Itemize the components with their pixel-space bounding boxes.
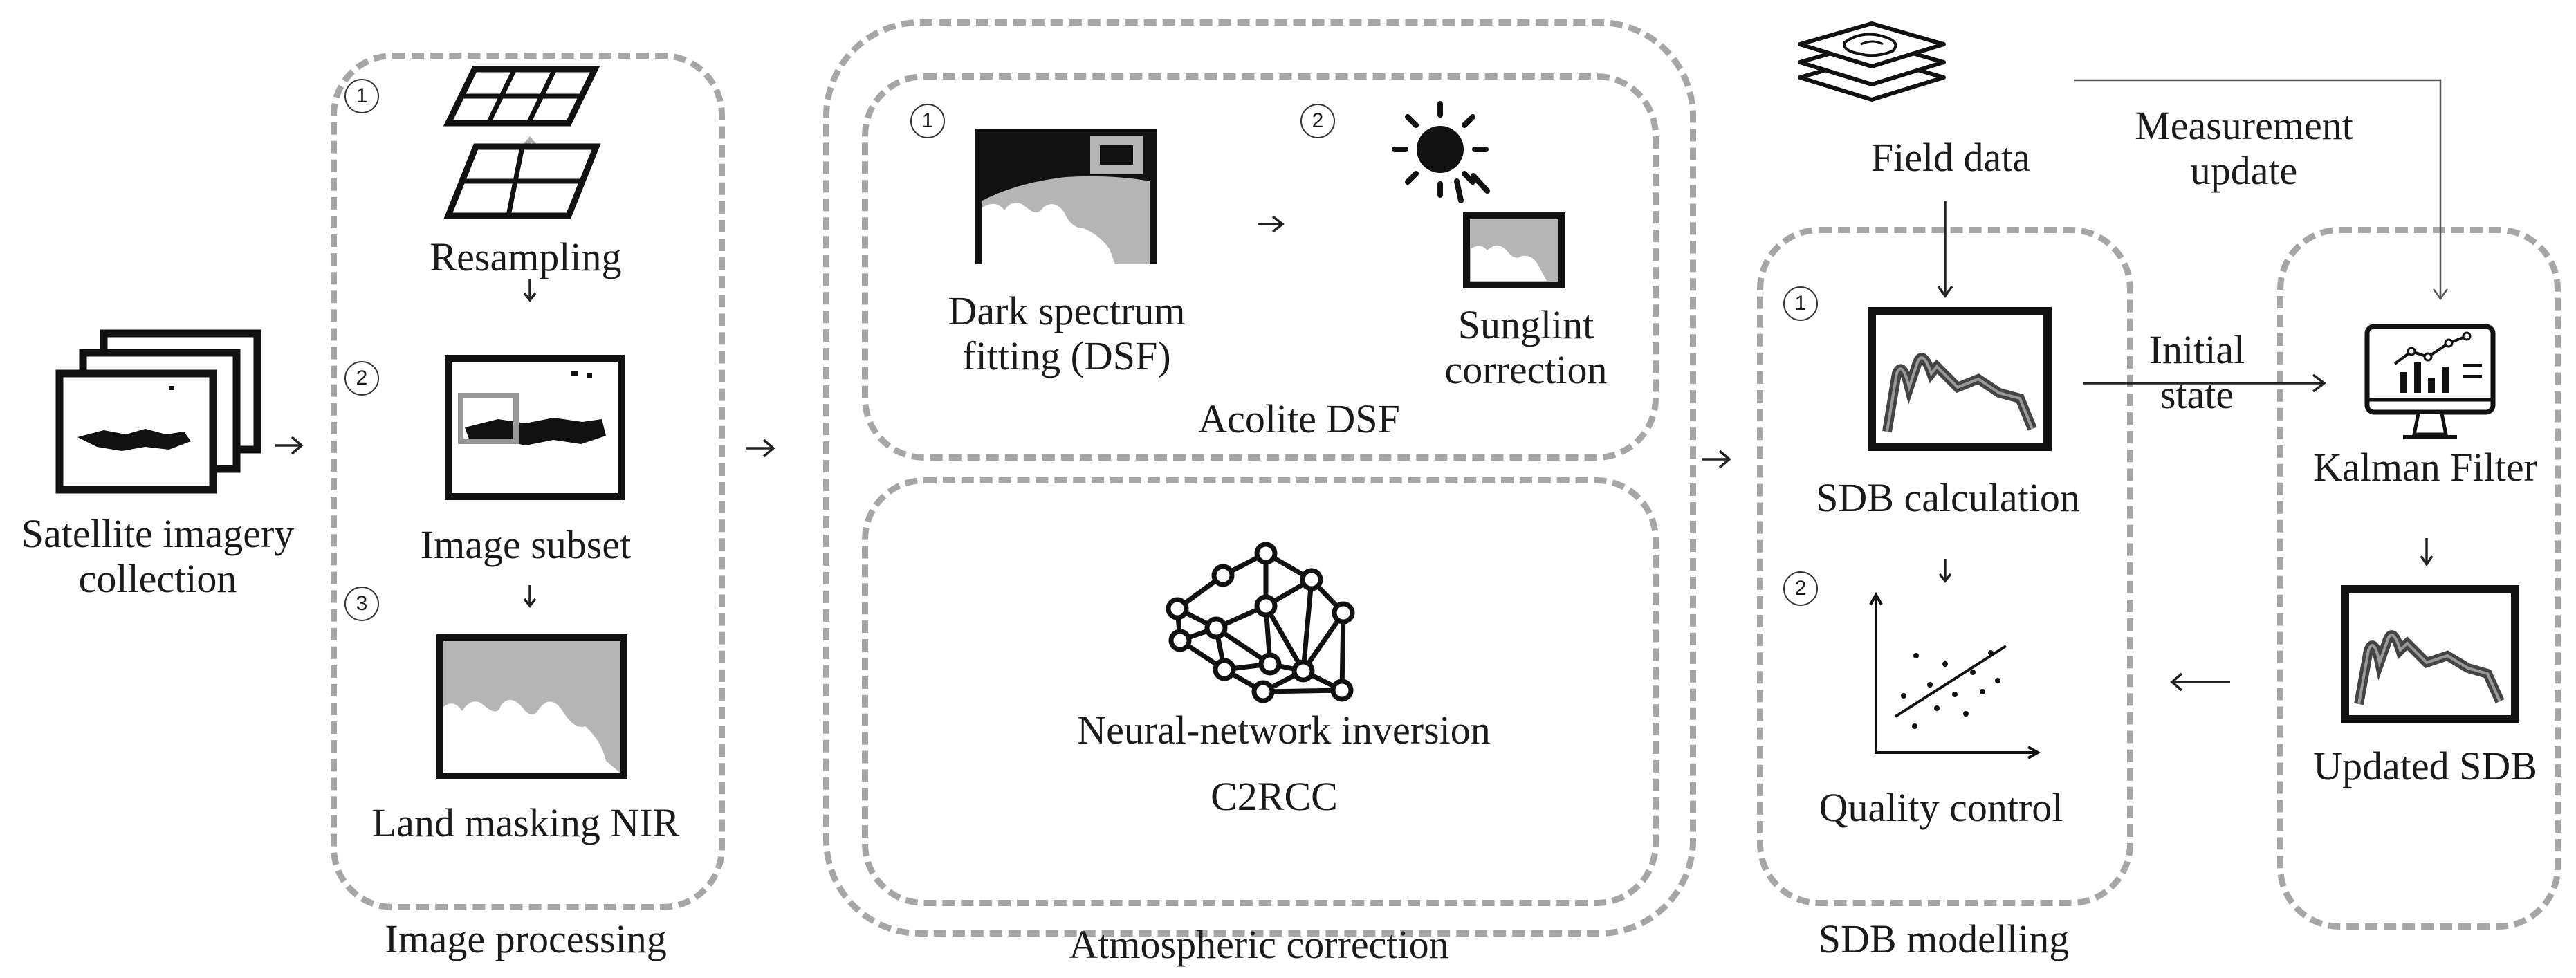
arrow-initial-state: [2083, 373, 2326, 393]
satellite-stack-icon: [55, 329, 261, 494]
dsf-label: Dark spectrum fitting (DSF): [948, 288, 1186, 378]
updated-sdb-icon: [2341, 585, 2519, 723]
updated-sdb-label: Updated SDB: [2313, 744, 2537, 788]
step-badge-subset: 2: [344, 361, 379, 396]
dsf-icon: [975, 129, 1157, 264]
image-processing-title: Image processing: [385, 916, 667, 961]
sdb-calculation-icon: [1868, 307, 2052, 451]
initial-state-label: Initial state: [2149, 327, 2245, 417]
c2rcc-group: [862, 477, 1659, 906]
field-data-label: Field data: [1870, 135, 2031, 180]
quality-control-label: Quality control: [1819, 785, 2063, 830]
sdb-modelling-title: SDB modelling: [1818, 916, 2070, 961]
acolite-dsf-title: Acolite DSF: [1198, 396, 1400, 441]
kalman-filter-label: Kalman Filter: [2313, 445, 2537, 490]
image-subset-icon: [445, 355, 625, 500]
acolite-dsf-group: [862, 73, 1659, 461]
quality-control-scatter-icon: [1869, 591, 2041, 759]
field-data-layers-icon: [1798, 21, 1946, 102]
arrow-satellite-to-processing: [275, 436, 304, 455]
arrow-subset-to-landmask: [523, 585, 537, 608]
neural-network-icon: [1166, 542, 1355, 703]
arrow-resampling-to-subset: [523, 279, 537, 302]
resampling-label: Resampling: [430, 234, 622, 279]
atmospheric-correction-group: [823, 19, 1696, 937]
resampling-grid-icon: [443, 66, 601, 219]
sunglint-label: Sunglint correction: [1444, 302, 1608, 392]
step-badge-dsf: 1: [910, 104, 945, 138]
arrow-field-to-sdb: [1937, 201, 1953, 299]
arrow-sdb-to-qc: [1938, 559, 1952, 583]
satellite-label: Satellite imagery collection: [21, 511, 295, 601]
sun-icon: [1392, 101, 1490, 203]
step-badge-landmask: 3: [344, 587, 379, 621]
sunglint-image-icon: [1463, 212, 1565, 288]
land-masking-icon: [436, 634, 627, 779]
measurement-update-line: [2074, 79, 2449, 301]
arrow-kalman-to-updated: [2420, 538, 2434, 567]
kalman-filter-group: [2277, 227, 2561, 930]
atmospheric-correction-title: Atmospheric correction: [1069, 922, 1449, 967]
neural-network-label: Neural-network inversion: [1077, 708, 1491, 753]
step-badge-sdb-calc: 1: [1783, 286, 1818, 321]
measurement-update-label: Measurement update: [2135, 103, 2353, 193]
c2rcc-title: C2RCC: [1211, 774, 1338, 819]
arrow-updated-to-qc: [2170, 672, 2230, 692]
arrow-atmospheric-to-sdb: [1702, 450, 1731, 469]
kalman-monitor-icon: [2364, 324, 2496, 439]
arrow-dsf-to-sunglint: [1258, 215, 1285, 233]
arrow-processing-to-atmospheric: [746, 439, 775, 458]
image-processing-group: [331, 53, 725, 910]
sdb-calculation-label: SDB calculation: [1816, 475, 2080, 520]
image-subset-label: Image subset: [420, 522, 632, 567]
land-masking-label: Land masking NIR: [371, 800, 680, 845]
step-badge-sunglint: 2: [1300, 104, 1335, 138]
step-badge-resampling: 1: [344, 79, 379, 113]
step-badge-qc: 2: [1783, 571, 1818, 606]
